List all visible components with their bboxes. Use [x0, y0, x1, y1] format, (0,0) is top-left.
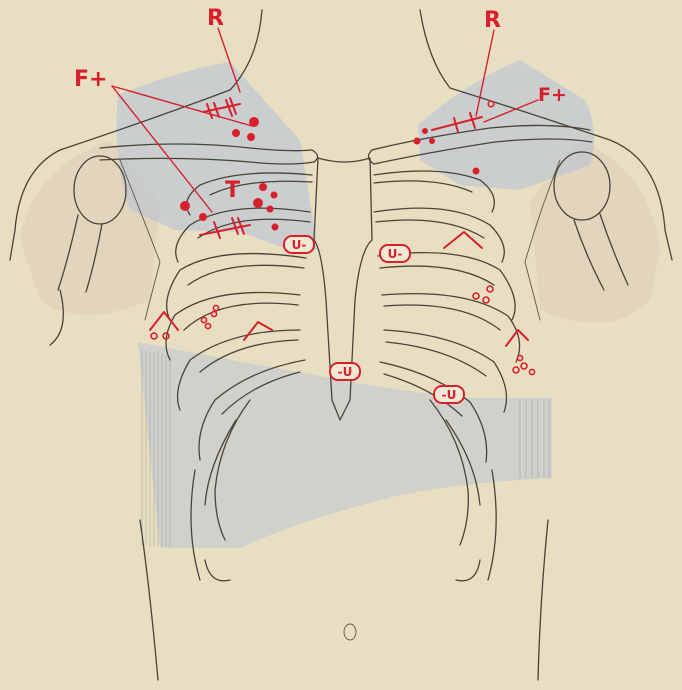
label-f-plus-left: F+ — [74, 67, 107, 92]
label-r-right: R — [484, 8, 501, 33]
tag-minus-u-right-lower: -U — [434, 386, 464, 403]
label-t: T — [225, 178, 240, 203]
label-f-plus-right: F+ — [538, 84, 567, 106]
tag-u-minus-right-upper: U- — [380, 245, 410, 262]
tag-u-minus-left-upper: U- — [284, 236, 314, 253]
tag-minus-u-center-text: -U — [338, 365, 353, 379]
tag-minus-u-center: -U — [330, 363, 360, 380]
tag-u-minus-left-upper-text: U- — [292, 238, 307, 252]
label-r-left: R — [207, 6, 224, 31]
tag-u-minus-right-upper-text: U- — [388, 247, 403, 261]
tag-minus-u-right-lower-text: -U — [442, 388, 457, 402]
